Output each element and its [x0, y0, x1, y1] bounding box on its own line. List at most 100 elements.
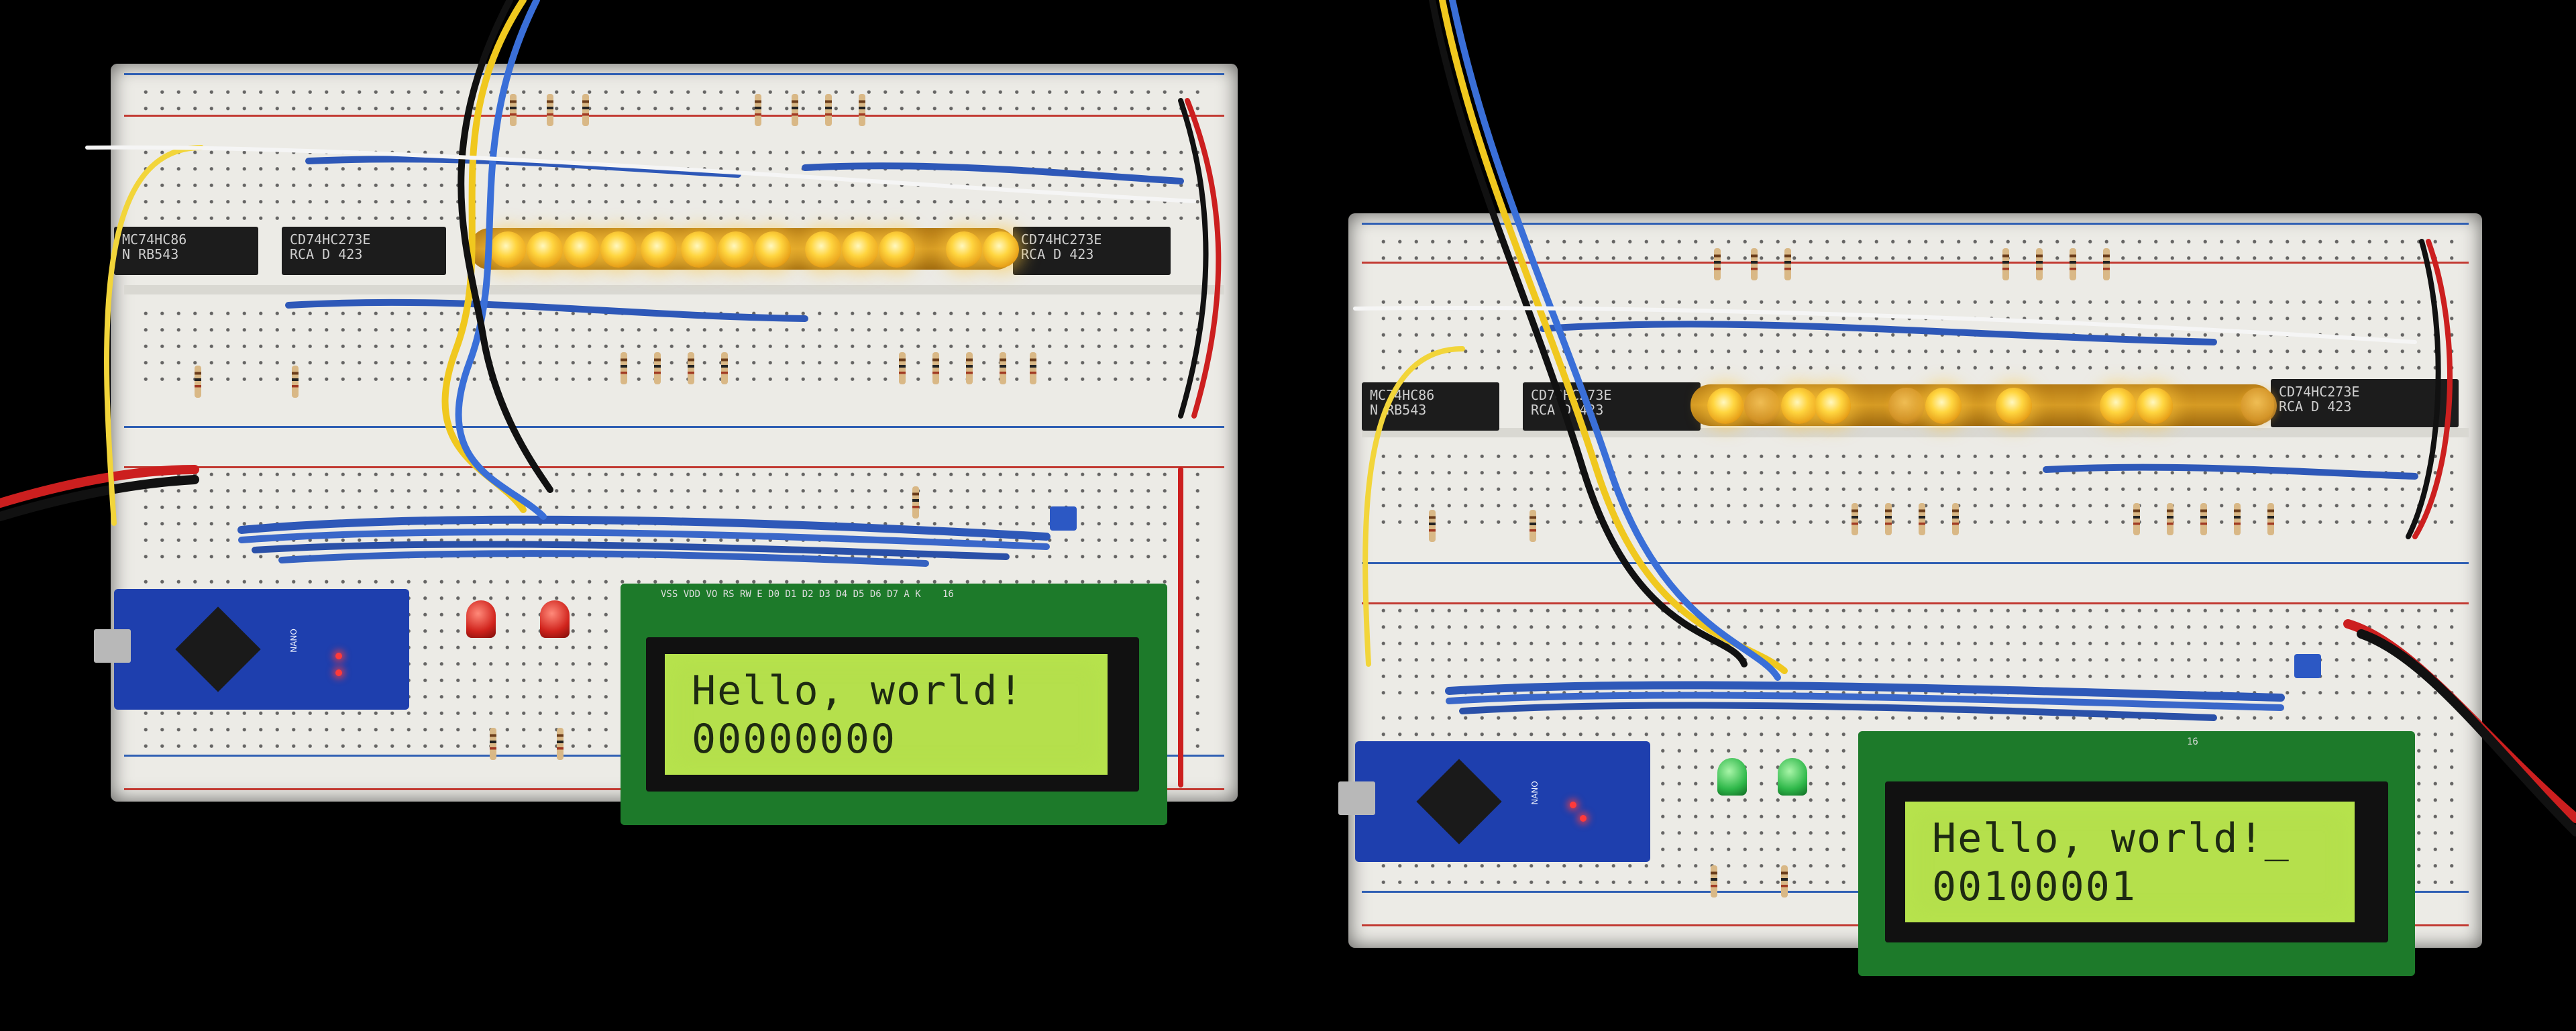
chip-sublabel: RCA D 423: [1021, 246, 1094, 262]
right-resistor: [1781, 865, 1788, 898]
left-led-9: [805, 231, 841, 268]
usb-port: [1338, 781, 1375, 815]
left-resistor: [792, 94, 798, 126]
chip-sublabel: RCA D 423: [2279, 398, 2352, 415]
right-holes-d: [1375, 602, 2455, 696]
left-resistor: [547, 94, 553, 126]
left-potentiometer[interactable]: [1050, 506, 1077, 531]
left-resistor: [899, 352, 906, 384]
right-led-8: [2100, 388, 2136, 424]
left-resistor: [912, 486, 919, 519]
left-arduino-nano: NANO: [94, 589, 409, 710]
chip-label: MC74HC86: [1370, 387, 1435, 403]
left-led-6: [681, 231, 717, 268]
right-led-2: [1744, 388, 1780, 424]
left-led-4: [600, 231, 637, 268]
left-red-led-2: [540, 600, 570, 638]
power-led: [1570, 802, 1576, 808]
left-resistor: [966, 352, 973, 384]
right-resistor: [1952, 503, 1959, 535]
right-led-6: [1925, 388, 1962, 424]
right-led-10: [2241, 388, 2277, 424]
right-resistor: [2167, 503, 2174, 535]
right-resistor: [2070, 248, 2076, 280]
left-xor-chip: MC74HC86 N RB543: [114, 227, 258, 275]
lcd-line-1: Hello, world!_: [1932, 815, 2290, 862]
right-resistor: [2036, 248, 2043, 280]
status-led: [335, 669, 342, 676]
lcd-bezel: Hello, world!_ 00100001: [1885, 781, 2388, 942]
left-channel-1: [124, 285, 1224, 294]
right-holes-c: [1375, 448, 2455, 529]
left-red-led-1: [466, 600, 496, 638]
right-register-chip-2: CD74HC273E RCA D 423: [2271, 379, 2459, 427]
left-resistor: [510, 94, 517, 126]
usb-port: [94, 629, 131, 663]
left-register-chip-1: CD74HC273E RCA D 423: [282, 227, 446, 275]
left-resistor: [721, 352, 728, 384]
lcd-line-2: 00000000: [692, 716, 896, 763]
lcd-line-2: 00100001: [1932, 863, 2137, 910]
left-led-3: [564, 231, 600, 268]
left-resistor: [1000, 352, 1006, 384]
left-led-13: [983, 231, 1019, 268]
status-led: [1580, 815, 1587, 822]
left-resistor: [1030, 352, 1036, 384]
right-resistor: [1429, 510, 1436, 542]
left-led-11: [879, 231, 915, 268]
right-holes-a: [1375, 233, 2455, 267]
right-resistor: [1885, 503, 1892, 535]
right-resistor: [1714, 248, 1721, 280]
right-resistor: [1784, 248, 1791, 280]
right-resistor: [2234, 503, 2241, 535]
right-register-chip-1: CD74HC273E RCA D 423: [1523, 382, 1701, 431]
right-resistor: [1711, 865, 1717, 898]
right-arduino-nano: NANO: [1338, 741, 1650, 862]
lcd-header-pins: VSS VDD VO RS RW E D0 D1 D2 D3 D4 D5 D6 …: [661, 589, 921, 600]
power-led: [335, 653, 342, 659]
right-led-4: [1815, 388, 1851, 424]
lcd-line-1: Hello, world!: [692, 667, 1024, 714]
chip-sublabel: N RB543: [122, 246, 179, 262]
lcd-pin-number: 16: [2187, 737, 2198, 747]
lcd-pin-number: 16: [943, 589, 954, 600]
chip-sublabel: RCA D 423: [290, 246, 363, 262]
left-resistor: [654, 352, 661, 384]
lcd-bezel: Hello, world! 00000000: [646, 637, 1139, 792]
right-resistor: [2133, 503, 2140, 535]
chip-label: CD74HC273E: [290, 231, 371, 248]
left-resistor: [932, 352, 939, 384]
left-resistor: [859, 94, 865, 126]
right-green-led-2: [1778, 758, 1807, 796]
right-resistor: [1919, 503, 1925, 535]
right-potentiometer[interactable]: [2294, 654, 2321, 678]
right-led-3: [1781, 388, 1817, 424]
left-resistor: [755, 94, 761, 126]
right-resistor: [2267, 503, 2274, 535]
left-led-1: [490, 231, 526, 268]
left-lcd-module: VSS VDD VO RS RW E D0 D1 D2 D3 D4 D5 D6 …: [621, 584, 1167, 825]
right-led-9: [2137, 388, 2173, 424]
right-resistor: [2200, 503, 2207, 535]
right-resistor: [2002, 248, 2009, 280]
left-resistor: [490, 728, 496, 760]
lcd-screen: Hello, world! 00000000: [665, 654, 1108, 775]
right-led-1: [1707, 388, 1743, 424]
left-resistor: [582, 94, 589, 126]
right-resistor: [1529, 510, 1536, 542]
chip-label: CD74HC273E: [1021, 231, 1102, 248]
left-resistor: [557, 728, 564, 760]
lcd-screen: Hello, world!_ 00100001: [1905, 802, 2355, 922]
right-resistor: [2103, 248, 2110, 280]
chip-label: MC74HC86: [122, 231, 187, 248]
left-resistor: [688, 352, 694, 384]
left-led-8: [755, 231, 791, 268]
left-led-12: [946, 231, 982, 268]
left-resistor: [621, 352, 627, 384]
right-lcd-module: 16 Hello, world!_ 00100001: [1858, 731, 2415, 976]
left-led-2: [527, 231, 563, 268]
left-resistor: [195, 366, 201, 398]
right-led-7: [1996, 388, 2032, 424]
left-led-7: [718, 231, 754, 268]
